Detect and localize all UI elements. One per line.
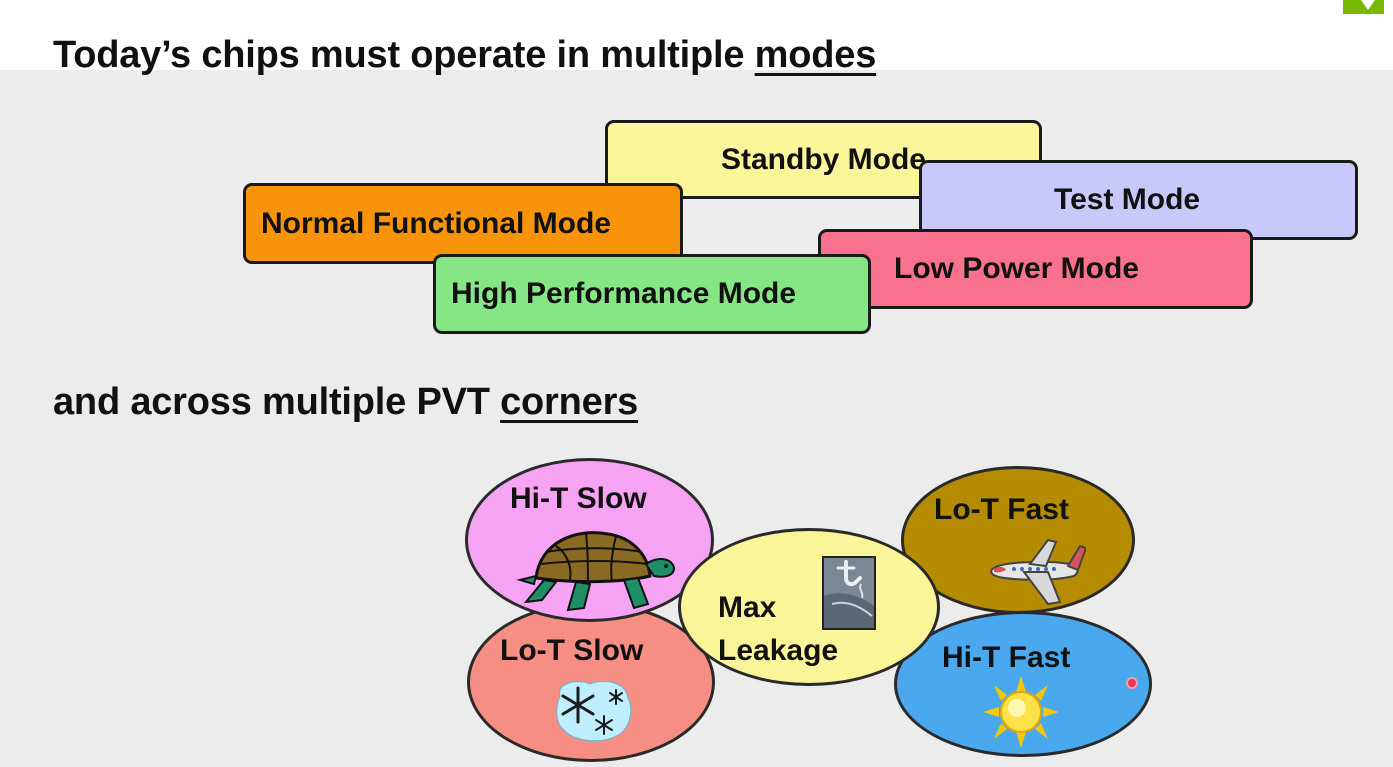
mode-box-low-power: Low Power Mode bbox=[818, 229, 1253, 309]
airplane-icon bbox=[990, 538, 1088, 613]
slide-header-band bbox=[0, 0, 1393, 70]
turtle-icon bbox=[516, 520, 676, 621]
subtitle-text: and across multiple PVT bbox=[53, 381, 501, 423]
snowflake-icon bbox=[554, 678, 634, 749]
title-text: Today’s chips must operate in multiple bbox=[53, 34, 755, 76]
mode-box-high-performance: High Performance Mode bbox=[433, 254, 871, 334]
mode-label: Normal Functional Mode bbox=[261, 206, 612, 240]
corner-label-line2: Leakage bbox=[718, 634, 839, 667]
slide-subtitle: and across multiple PVT corners bbox=[53, 381, 638, 424]
corner-lo-t-fast bbox=[901, 466, 1135, 614]
mode-label: Standby Mode bbox=[720, 142, 926, 176]
sun-icon bbox=[983, 676, 1059, 753]
mode-label: Test Mode bbox=[1054, 183, 1201, 216]
mode-box-normal-functional: Normal Functional Mode bbox=[243, 183, 683, 264]
corner-label-lo-t-slow: Lo-T Slow bbox=[500, 634, 644, 667]
mode-box-test: Test Mode bbox=[919, 160, 1358, 240]
mode-label: High Performance Mode bbox=[451, 277, 797, 310]
corner-label-line1: Max bbox=[718, 591, 777, 624]
mode-label: Low Power Mode bbox=[894, 252, 1140, 285]
corner-label-hi-t-fast: Hi-T Fast bbox=[942, 641, 1071, 674]
pointer-dot-icon bbox=[1125, 676, 1139, 695]
corner-max-leakage bbox=[678, 528, 940, 686]
corner-label-lo-t-fast: Lo-T Fast bbox=[934, 493, 1069, 526]
title-emphasis: modes bbox=[754, 34, 877, 76]
leaking-faucet-icon bbox=[822, 556, 876, 635]
corner-label-max-leakage: Max Leakage bbox=[718, 586, 838, 672]
slide-title: Today’s chips must operate in multiple m… bbox=[53, 34, 876, 77]
corner-label-hi-t-slow: Hi-T Slow bbox=[510, 482, 647, 515]
brand-logo-icon bbox=[1335, 0, 1393, 14]
subtitle-emphasis: corners bbox=[500, 381, 639, 423]
